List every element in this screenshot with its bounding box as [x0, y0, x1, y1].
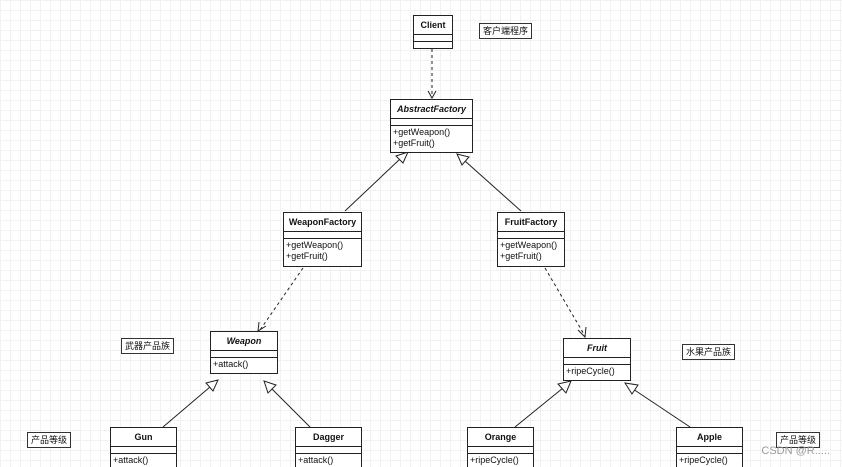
class-operations: +ripeCycle() [564, 365, 630, 377]
class-operations: +ripeCycle() [677, 454, 742, 466]
operation: +ripeCycle() [470, 455, 519, 465]
dependency-client-abstractfactory [427, 49, 437, 100]
class-name: Apple [677, 428, 742, 447]
class-dagger[interactable]: Dagger +attack() [295, 427, 362, 467]
class-name: WeaponFactory [284, 213, 361, 232]
class-name: Fruit [564, 339, 630, 358]
operation: +getWeapon() [393, 127, 451, 137]
class-name: Gun [111, 428, 176, 447]
class-attributes [284, 232, 361, 239]
note-fruit-family[interactable]: 水果产品族 [682, 344, 736, 360]
class-attributes [564, 358, 630, 365]
class-weapon-factory[interactable]: WeaponFactory +getWeapon() +getFruit() [283, 212, 362, 267]
operation: +getFruit() [286, 251, 328, 261]
dependency-weaponfactory-weapon [257, 267, 304, 332]
class-attributes [391, 119, 472, 126]
class-attributes [211, 351, 277, 358]
class-operations: +attack() [111, 454, 176, 466]
class-operations: +ripeCycle() [468, 454, 533, 466]
generalization-orange-fruit [514, 380, 572, 428]
note-weapon-family[interactable]: 武器产品族 [121, 338, 175, 354]
operation: +getFruit() [393, 138, 435, 148]
generalization-gun-weapon [162, 379, 219, 428]
class-name: AbstractFactory [391, 100, 472, 119]
class-attributes [498, 232, 564, 239]
class-attributes [414, 35, 452, 42]
operation: +getWeapon() [286, 240, 344, 250]
class-attributes [111, 447, 176, 454]
note-left-product-level[interactable]: 产品等级 [27, 432, 72, 448]
generalization-apple-fruit [623, 382, 691, 428]
class-client[interactable]: Client [413, 15, 453, 49]
note-client[interactable]: 客户端程序 [479, 23, 533, 39]
operation: +getWeapon() [500, 240, 558, 250]
class-operations: +getWeapon() +getFruit() [391, 126, 472, 149]
watermark: CSDN @R..... [761, 445, 830, 457]
class-operations: +attack() [211, 358, 277, 370]
generalization-dagger-weapon [263, 380, 311, 428]
class-fruit-factory[interactable]: FruitFactory +getWeapon() +getFruit() [497, 212, 565, 267]
operation: +attack() [213, 359, 249, 369]
class-attributes [468, 447, 533, 454]
operation: +attack() [298, 455, 334, 465]
class-name: Client [414, 16, 452, 35]
class-name: Orange [468, 428, 533, 447]
note-right-product-level[interactable]: 产品等级 [776, 432, 821, 448]
class-attributes [677, 447, 742, 454]
dependency-fruitfactory-fruit [544, 267, 587, 339]
operation: +getFruit() [500, 251, 542, 261]
class-operations: +getWeapon() +getFruit() [284, 239, 361, 262]
operation: +ripeCycle() [679, 455, 728, 465]
generalization-weaponfactory-abstractfactory [344, 151, 409, 212]
class-name: FruitFactory [498, 213, 564, 232]
class-apple[interactable]: Apple +ripeCycle() [676, 427, 743, 467]
class-weapon[interactable]: Weapon +attack() [210, 331, 278, 374]
class-gun[interactable]: Gun +attack() [110, 427, 177, 467]
generalization-fruitfactory-abstractfactory [456, 153, 522, 212]
class-fruit[interactable]: Fruit +ripeCycle() [563, 338, 631, 381]
operation: +ripeCycle() [566, 366, 615, 376]
operation: +attack() [113, 455, 149, 465]
class-operations: +attack() [296, 454, 361, 466]
class-orange[interactable]: Orange +ripeCycle() [467, 427, 534, 467]
class-operations: +getWeapon() +getFruit() [498, 239, 564, 262]
class-abstract-factory[interactable]: AbstractFactory +getWeapon() +getFruit() [390, 99, 473, 153]
class-attributes [296, 447, 361, 454]
class-name: Dagger [296, 428, 361, 447]
class-name: Weapon [211, 332, 277, 351]
